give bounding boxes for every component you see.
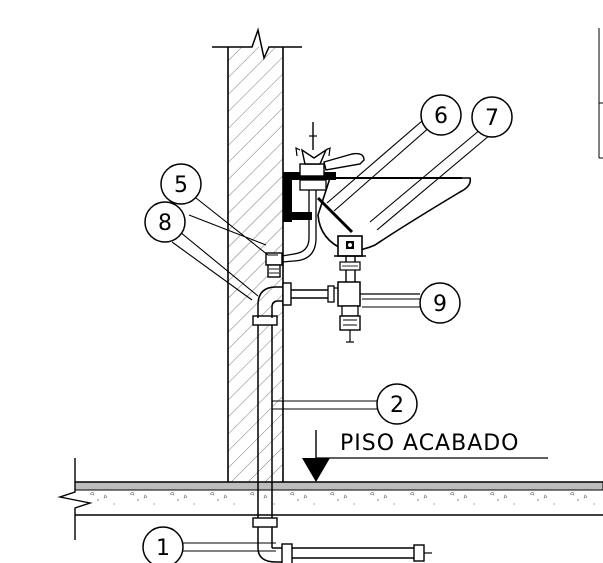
callout-number: 1 — [156, 536, 170, 561]
callout-2: 2 — [376, 383, 418, 425]
floor-level-marker: PISO ACABADO — [302, 430, 548, 482]
supply-pipe — [252, 286, 290, 563]
callout-9: 9 — [419, 282, 461, 324]
callout-6: 6 — [420, 94, 462, 136]
callout-5: 5 — [160, 163, 202, 205]
callout-number: 9 — [433, 292, 447, 317]
floor-slab — [57, 458, 603, 540]
wall-outlet — [282, 282, 335, 306]
wall — [212, 27, 302, 482]
trap-assembly — [334, 255, 420, 343]
callout-number: 2 — [390, 393, 404, 418]
wash-basin — [317, 177, 472, 257]
callout-number: 7 — [485, 106, 499, 131]
faucet-assembly — [265, 122, 365, 278]
callout-number: 6 — [434, 104, 448, 129]
callout-number: 5 — [174, 173, 188, 198]
detail-frame-edge — [598, 28, 603, 159]
callout-1: 1 — [142, 526, 184, 563]
floor-level-label: PISO ACABADO — [340, 431, 520, 456]
callout-number: 8 — [158, 211, 172, 236]
callout-8: 8 — [144, 201, 186, 243]
callout-leaders — [171, 120, 491, 552]
callout-7: 7 — [471, 96, 513, 138]
horizontal-pipe — [281, 543, 432, 563]
